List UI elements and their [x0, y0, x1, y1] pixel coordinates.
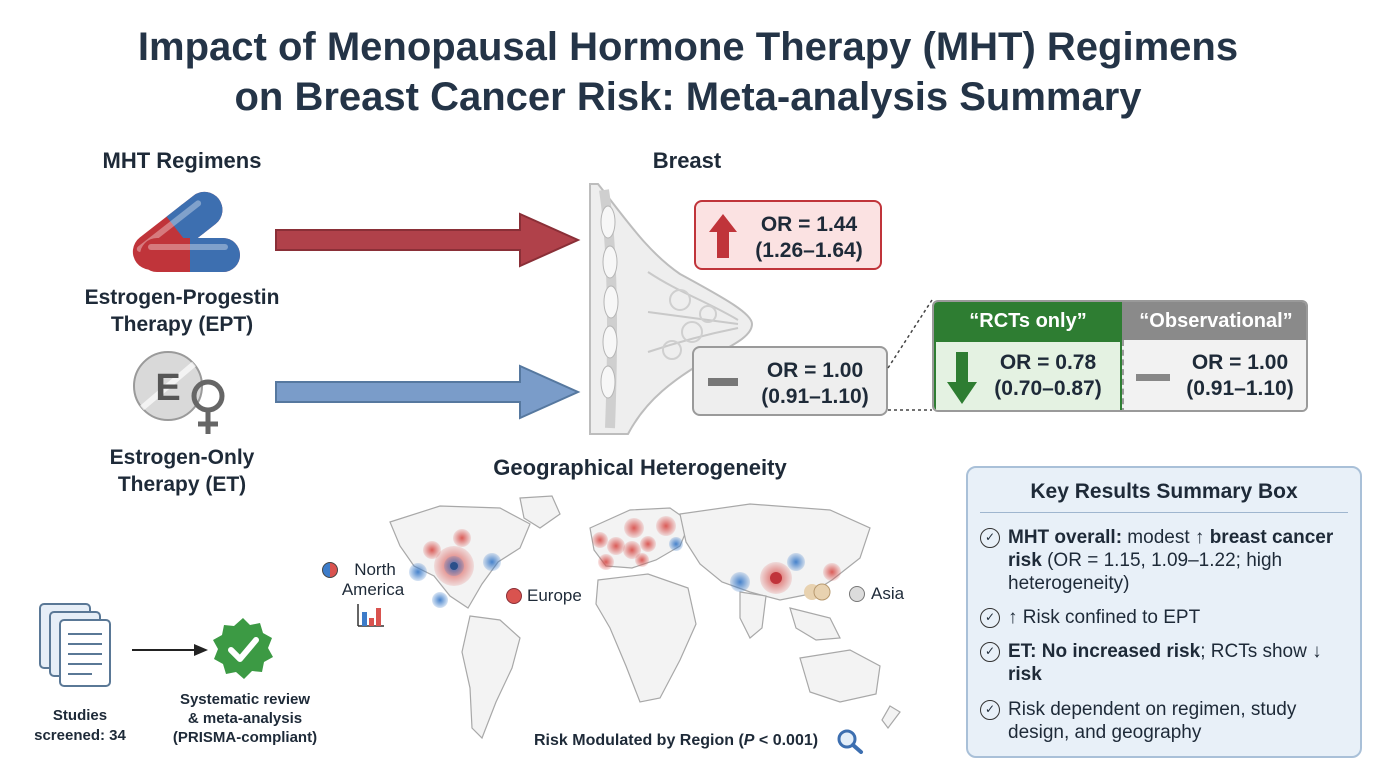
- arrow-down-icon: [947, 352, 977, 404]
- summary-item-4: ✓ Risk dependent on regimen, study desig…: [980, 698, 1348, 744]
- summary-box: Key Results Summary Box ✓ MHT overall: m…: [966, 466, 1362, 758]
- geo-footer-suffix: < 0.001): [754, 732, 819, 749]
- ept-or-box: OR = 1.44 (1.26–1.64): [694, 200, 882, 270]
- europe-legend-dot: [506, 588, 522, 609]
- rct-or-ci: (0.70–0.87): [994, 377, 1102, 400]
- arrow-up-icon: [709, 214, 737, 258]
- world-map: [389, 495, 901, 740]
- ept-or-value: OR = 1.44: [760, 213, 858, 236]
- studies-line1: Studies: [52, 707, 108, 724]
- check-circle-icon: ✓: [980, 528, 1000, 548]
- documents-icon: [39, 603, 111, 687]
- ept-label-line2: Therapy (EPT): [110, 313, 254, 336]
- page-title-line2: on Breast Cancer Risk: Meta-analysis Sum…: [234, 75, 1142, 119]
- north-america-label-line1: North: [354, 560, 396, 579]
- observational-cell: OR = 1.00 (0.91–1.10): [1122, 340, 1306, 410]
- estrogen-female-icon: E: [133, 351, 225, 434]
- ept-label-line1: Estrogen-Progestin: [84, 286, 280, 309]
- asia-legend-dot: [849, 586, 865, 607]
- summary-item3-bold2: ↓ risk: [1008, 641, 1322, 685]
- summary-heading: Key Results Summary Box: [1030, 480, 1298, 503]
- regimens-heading: MHT Regimens: [102, 148, 262, 173]
- obs-or-ci: (0.91–1.10): [1186, 377, 1294, 400]
- geo-footer-prefix: Risk Modulated by Region (: [534, 732, 744, 749]
- no-change-icon: [708, 378, 738, 386]
- summary-item1-text: modest ↑: [1122, 527, 1210, 548]
- summary-item-3: ✓ ET: No increased risk; RCTs show ↓ ris…: [980, 640, 1348, 686]
- summary-item1-text2: (OR = 1.15, 1.09–1.22; high heterogeneit…: [1008, 550, 1283, 594]
- summary-divider: [980, 512, 1348, 513]
- verified-check-icon: [213, 618, 273, 679]
- flow-arrow: [132, 644, 208, 656]
- summary-item1-bold2: breast cancer risk: [1008, 527, 1334, 571]
- geo-heading: Geographical Heterogeneity: [493, 455, 787, 480]
- check-circle-icon: ✓: [980, 608, 1000, 628]
- asia-label: Asia: [871, 584, 905, 603]
- summary-item-1: ✓ MHT overall: modest ↑ breast cancer ri…: [980, 526, 1348, 595]
- et-or-box: OR = 1.00 (0.91–1.10): [692, 346, 888, 416]
- magnifier-icon: [837, 729, 863, 754]
- et-label-line1: Estrogen-Only: [109, 446, 255, 469]
- summary-item3-bold: ET: No increased risk: [1008, 641, 1201, 662]
- check-circle-icon: ✓: [980, 700, 1000, 720]
- page-title-line1: Impact of Menopausal Hormone Therapy (MH…: [137, 25, 1239, 69]
- capsule-icon: [132, 191, 240, 272]
- review-line3: (PRISMA-compliant): [172, 729, 318, 746]
- no-change-icon: [1136, 374, 1170, 381]
- studies-line2: screened: 34: [34, 727, 126, 744]
- rct-or-value: OR = 0.78: [999, 351, 1097, 374]
- et-icon-letter: E: [155, 367, 180, 409]
- breast-heading: Breast: [652, 148, 722, 173]
- geo-footer-p: P: [743, 732, 755, 749]
- rct-header: “RCTs only”: [934, 302, 1122, 340]
- breast-anatomy-icon: [589, 183, 754, 435]
- north-america-label-line2: America: [341, 580, 405, 599]
- summary-item-2: ✓ ↑ Risk confined to EPT: [980, 606, 1348, 629]
- summary-item3-text: ; RCTs show: [1200, 641, 1313, 662]
- observational-header: “Observational”: [1122, 302, 1306, 340]
- rct-cell: OR = 0.78 (0.70–0.87): [934, 340, 1122, 410]
- bar-chart-icon: [357, 604, 384, 627]
- geo-footer: Risk Modulated by Region (P < 0.001): [534, 732, 818, 750]
- summary-item2-text: ↑ Risk confined to EPT: [1008, 607, 1201, 628]
- breakdown-connector: [887, 299, 933, 411]
- et-label-line2: Therapy (ET): [117, 473, 247, 496]
- et-breakdown-panel: “RCTs only” “Observational” OR = 0.78 (0…: [932, 300, 1308, 412]
- europe-label: Europe: [527, 586, 582, 605]
- ept-or-ci: (1.26–1.64): [755, 239, 863, 262]
- check-circle-icon: ✓: [980, 642, 1000, 662]
- et-or-value: OR = 1.00: [766, 359, 864, 382]
- et-arrow: [275, 364, 581, 420]
- review-line2: & meta-analysis: [187, 710, 303, 727]
- ept-arrow: [275, 212, 581, 268]
- et-or-ci: (0.91–1.10): [761, 385, 869, 408]
- review-line1: Systematic review: [179, 691, 311, 708]
- summary-item1-bold: MHT overall:: [1008, 527, 1123, 548]
- summary-item4-text: Risk dependent on regimen, study design,…: [1008, 699, 1297, 743]
- north-america-legend-dot: [322, 562, 338, 583]
- obs-or-value: OR = 1.00: [1191, 351, 1289, 374]
